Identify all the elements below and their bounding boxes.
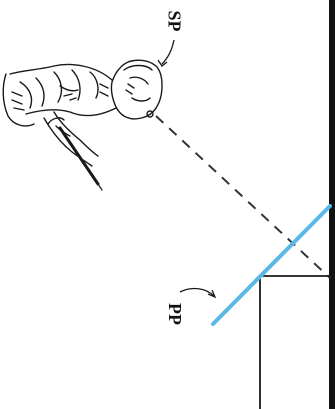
station-point-label: SP <box>164 10 185 32</box>
picture-plane-line <box>211 204 332 326</box>
sp-pointer-arrow <box>157 39 175 67</box>
object-outline <box>259 275 330 409</box>
right-edge-border <box>329 0 335 409</box>
sightline-dashed <box>155 115 331 279</box>
picture-plane-label: PP <box>165 303 185 325</box>
pp-pointer-arrow <box>179 287 217 299</box>
observer-figure <box>2 59 163 191</box>
